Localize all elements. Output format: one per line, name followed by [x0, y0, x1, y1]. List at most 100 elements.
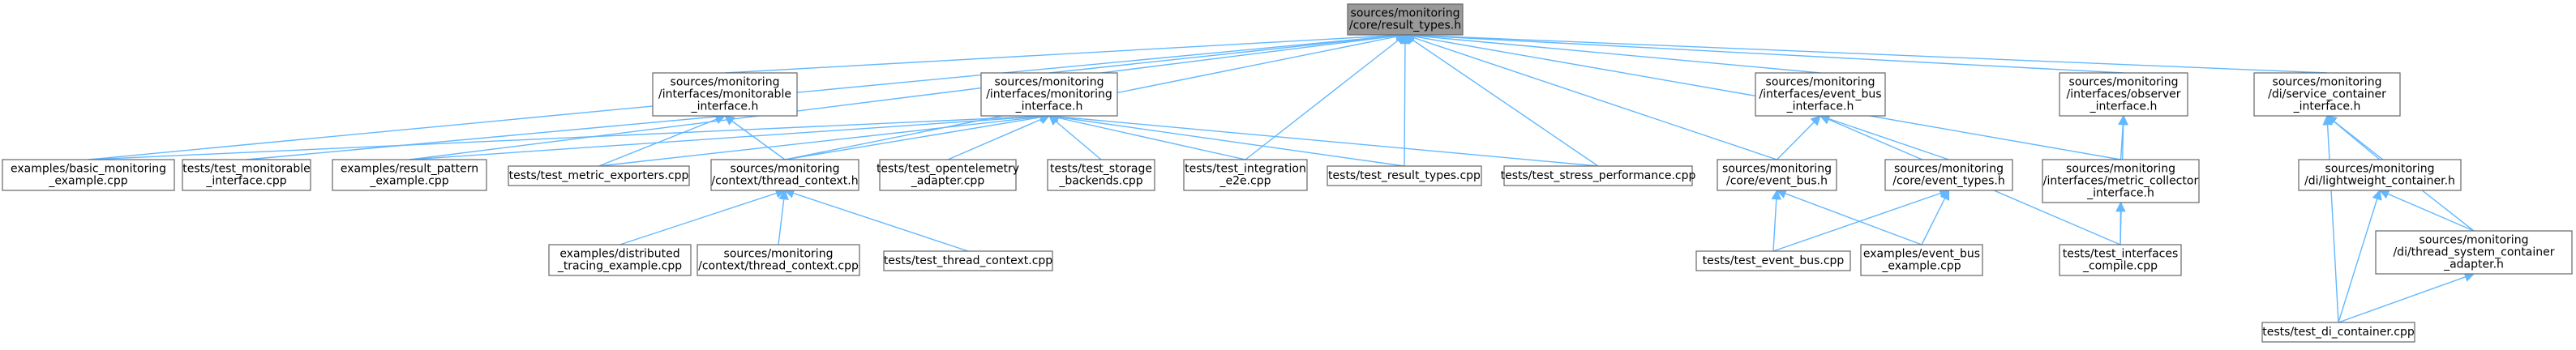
- node-label-line: tests/test_result_types.cpp: [1328, 169, 1481, 182]
- node-label-line: tests/test_di_container.cpp: [2262, 326, 2415, 339]
- node-label-line: sources/monitoring: [671, 76, 780, 89]
- node-event_bus_if[interactable]: sources/monitoring/interfaces/event_bus_…: [1755, 72, 1886, 117]
- node-label-line: /interfaces/event_bus: [1759, 88, 1881, 101]
- node-box: [2261, 322, 2415, 343]
- node-box: [2375, 230, 2573, 275]
- edge-event_bus_h-to-event_bus_if: [1777, 115, 1821, 160]
- node-result_pattern[interactable]: examples/result_pattern_example.cpp: [332, 159, 487, 191]
- node-metric_collector[interactable]: sources/monitoring/interfaces/metric_col…: [2042, 159, 2200, 203]
- node-box: [2298, 159, 2462, 191]
- node-label-line: tests/test_metric_exporters.cpp: [509, 169, 689, 182]
- node-di_service[interactable]: sources/monitoring/di/service_container_…: [2253, 72, 2401, 117]
- node-label-line: examples/basic_monitoring: [11, 163, 166, 176]
- node-test_event_bus[interactable]: tests/test_event_bus.cpp: [1695, 250, 1851, 271]
- node-label-line: examples/event_bus: [1863, 248, 1980, 261]
- node-box: [980, 72, 1118, 117]
- node-label-line: sources/monitoring: [2325, 163, 2435, 176]
- node-box: [2253, 72, 2401, 117]
- node-box: [508, 165, 690, 186]
- edge-opentelemetry-to-monitoring_if: [947, 114, 1051, 160]
- node-label-line: _compile.cpp: [2082, 260, 2158, 273]
- node-label-line: _interface.h: [691, 100, 759, 113]
- node-box: [2059, 244, 2182, 276]
- node-label-line: /context/thread_context.h: [711, 175, 858, 188]
- node-label-line: _interface.h: [1786, 100, 1854, 113]
- node-label-line: _interface.h: [2086, 187, 2154, 200]
- node-box: [2059, 72, 2188, 117]
- edge-result_pattern-to-monitoring_if: [409, 111, 1051, 160]
- node-label-line: examples/result_pattern: [341, 163, 478, 176]
- node-box: [710, 159, 859, 191]
- edge-event_types_h-to-event_bus_if: [1819, 113, 1949, 160]
- node-event_types_h[interactable]: sources/monitoring/core/event_types.h: [1884, 159, 2013, 191]
- node-label-line: /core/event_bus.h: [1726, 175, 1828, 188]
- edge-observer_if-to-root: [1404, 30, 2124, 74]
- node-label-line: sources/monitoring: [1766, 76, 1875, 89]
- node-integration[interactable]: tests/test_integration_e2e.cpp: [1183, 159, 1308, 191]
- node-distributed[interactable]: examples/distributed_tracing_example.cpp: [548, 244, 692, 276]
- node-label-line: /interfaces/metric_collector: [2043, 175, 2199, 188]
- node-thread_context_h[interactable]: sources/monitoring/context/thread_contex…: [710, 159, 859, 191]
- node-observer_if[interactable]: sources/monitoring/interfaces/observer_i…: [2059, 72, 2188, 117]
- node-label-line: tests/test_event_bus.cpp: [1703, 254, 1845, 267]
- nodes-layer: sources/monitoring/core/result_types.hso…: [2, 3, 2573, 343]
- edge-metric_exporters-to-monitoring_if: [598, 111, 1051, 167]
- edge-test_event_bus-to-event_types_h: [1772, 188, 1950, 252]
- node-metric_exporters[interactable]: tests/test_metric_exporters.cpp: [508, 165, 690, 186]
- node-label-line: sources/monitoring: [2066, 163, 2175, 176]
- node-monitorable[interactable]: sources/monitoring/interfaces/monitorabl…: [652, 72, 798, 117]
- node-label-line: _adapter.cpp: [911, 175, 985, 188]
- node-stress[interactable]: tests/test_stress_performance.cpp: [1501, 165, 1696, 186]
- node-label-line: sources/monitoring: [2420, 234, 2529, 247]
- edge-monitorable-to-root: [724, 30, 1407, 74]
- node-label-line: /core/event_types.h: [1892, 175, 2005, 188]
- node-event_bus_h[interactable]: sources/monitoring/core/event_bus.h: [1717, 159, 1837, 191]
- node-label-line: /di/thread_system_container: [2393, 246, 2554, 259]
- edge-metric_exporters-to-monitorable: [598, 114, 727, 167]
- node-box: [2, 159, 175, 191]
- edge-monitoring_if-to-root: [1048, 30, 1407, 74]
- node-storage[interactable]: tests/test_storage_backends.cpp: [1047, 159, 1155, 191]
- node-label-line: /context/thread_context.cpp: [698, 260, 859, 273]
- edge-result_types_test-to-root: [1399, 33, 1411, 167]
- node-box: [1347, 3, 1464, 36]
- node-root[interactable]: sources/monitoring/core/result_types.h: [1347, 3, 1464, 36]
- node-label-line: _interface.h: [1015, 100, 1083, 113]
- node-event_bus_example[interactable]: examples/event_bus_example.cpp: [1860, 244, 1983, 276]
- edge-storage-to-monitoring_if: [1048, 115, 1102, 160]
- node-thread_system_adapter[interactable]: sources/monitoring/di/thread_system_cont…: [2375, 230, 2573, 275]
- node-label-line: tests/test_monitorable: [182, 163, 311, 176]
- node-monitoring_if[interactable]: sources/monitoring/interfaces/monitoring…: [980, 72, 1118, 117]
- node-interfaces_compile[interactable]: tests/test_interfaces_compile.cpp: [2059, 244, 2182, 276]
- node-label-line: sources/monitoring: [2273, 76, 2382, 89]
- node-test_thread_context[interactable]: tests/test_thread_context.cpp: [883, 250, 1053, 271]
- edge-integration-to-monitoring_if: [1048, 113, 1246, 160]
- node-test_monitorable[interactable]: tests/test_monitorable_interface.cpp: [182, 159, 311, 191]
- node-label-line: _interface.h: [2090, 100, 2158, 113]
- node-box: [182, 159, 311, 191]
- node-label-line: /di/lightweight_container.h: [2304, 175, 2455, 188]
- node-box: [2042, 159, 2200, 203]
- node-box: [1695, 250, 1851, 271]
- node-box: [1047, 159, 1155, 191]
- node-lightweight[interactable]: sources/monitoring/di/lightweight_contai…: [2298, 159, 2462, 191]
- node-basic_example[interactable]: examples/basic_monitoring_example.cpp: [2, 159, 175, 191]
- edge-basic_example-to-monitoring_if: [88, 111, 1051, 160]
- node-thread_context_cpp[interactable]: sources/monitoring/context/thread_contex…: [697, 244, 860, 276]
- edge-di_container_test-to-lightweight: [2338, 189, 2382, 323]
- edge-test_monitorable-to-monitorable: [246, 111, 727, 160]
- edge-event_bus_h-to-root: [1404, 32, 1777, 160]
- node-opentelemetry[interactable]: tests/test_opentelemetry_adapter.cpp: [877, 159, 1019, 191]
- node-box: [1884, 159, 2013, 191]
- node-di_container_test[interactable]: tests/test_di_container.cpp: [2261, 322, 2415, 343]
- edge-test_event_bus-to-event_bus_h: [1771, 189, 1782, 252]
- node-label-line: /interfaces/monitoring: [986, 88, 1112, 101]
- node-label-line: sources/monitoring: [1894, 163, 2004, 176]
- node-result_types_test[interactable]: tests/test_result_types.cpp: [1327, 165, 1482, 186]
- edge-event_bus_if-to-root: [1404, 30, 1821, 74]
- node-label-line: _interface.cpp: [205, 175, 286, 188]
- node-box: [548, 244, 692, 276]
- edge-distributed-to-thread_context_h: [619, 188, 787, 245]
- edge-thread_context_h-to-monitoring_if: [784, 112, 1051, 160]
